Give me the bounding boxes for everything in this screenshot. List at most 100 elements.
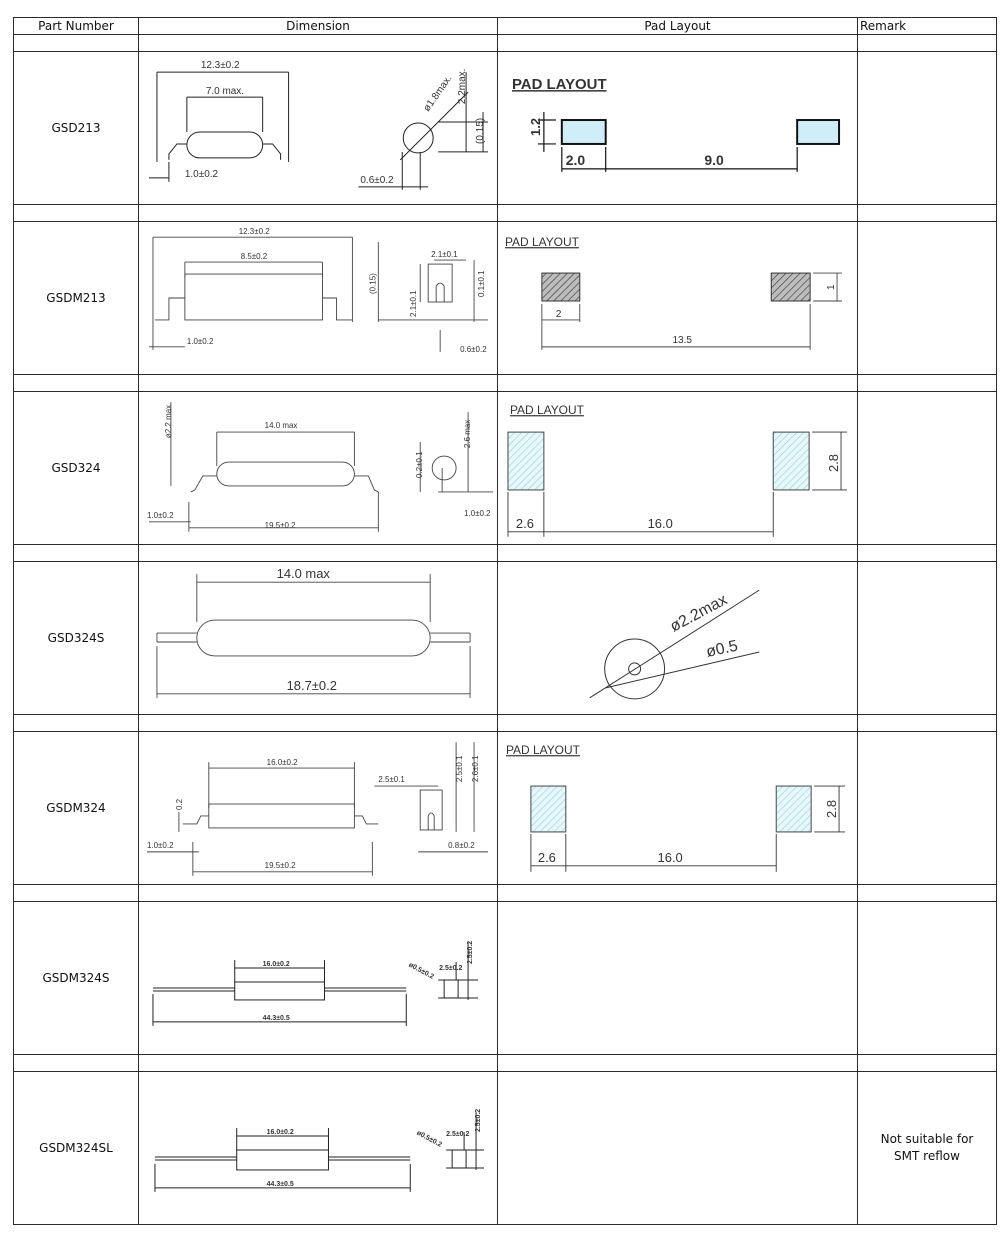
pad-right bbox=[772, 431, 810, 491]
spacer-row bbox=[13, 714, 997, 732]
dimension-drawing: 14.0 max 18.7±0.2 bbox=[138, 561, 498, 715]
table-row: GSDM324SL 16.0±0.2 44.3±0.5 bbox=[13, 1071, 997, 1225]
dimension-drawing-gsdm324: 16.0±0.2 2.5±0.1 2.5±0.1 2.6±0.1 0.2 1.0… bbox=[146, 742, 489, 876]
pad-layout-drawing bbox=[497, 901, 858, 1055]
dimension-drawing: 16.0±0.2 44.3±0.5 ø0.5±0.2 2.5±0.2 2.5±0… bbox=[138, 1071, 498, 1225]
dim-lead: 1.0±0.2 bbox=[147, 841, 174, 850]
spacer-row bbox=[13, 34, 997, 52]
dimension-drawing: 12.3±0.2 8.5±0.2 1.0±0.2 2.1±0.1 2.1±0.1… bbox=[138, 221, 498, 375]
dimension-drawing-gsd324: 14.0 max ø2.2 max 1.0±0.2 19.5±0.2 0.2±0… bbox=[147, 402, 494, 532]
dim-lead-diameter: ø0.5±0.2 bbox=[415, 1130, 443, 1149]
part-number: GSDM324 bbox=[13, 731, 139, 885]
remark-cell bbox=[857, 51, 997, 205]
spacer-row bbox=[13, 544, 997, 562]
dim-width: 0.6±0.2 bbox=[360, 175, 394, 186]
dim-diameter: ø2.2 max bbox=[164, 405, 173, 438]
table-row: GSD324 14.0 max ø2.2 m bbox=[13, 391, 997, 545]
remark-cell bbox=[857, 561, 997, 715]
header-row: Part Number Dimension Pad Layout Remark bbox=[13, 17, 997, 35]
dim-body: 7.0 max. bbox=[206, 86, 244, 97]
remark-cell bbox=[857, 221, 997, 375]
dim-body: 16.0±0.2 bbox=[263, 961, 290, 968]
outer-circle bbox=[604, 638, 666, 700]
part-number: GSDM324SL bbox=[13, 1071, 139, 1225]
pad-layout-drawing bbox=[497, 1071, 858, 1225]
dimension-drawing-gsd213: 12.3±0.2 7.0 max. 1.0±0.2 0.6±0.2 ø1.8ma… bbox=[148, 60, 489, 190]
dim-body: 8.5±0.2 bbox=[241, 252, 268, 261]
dim-body: 14.0 max bbox=[265, 421, 298, 430]
dim-side-height: 2.5±0.2 bbox=[467, 941, 474, 964]
dim-overall: 12.3±0.2 bbox=[239, 227, 271, 236]
pad-height: 1.2 bbox=[528, 118, 543, 136]
dim-height: 2.6 max bbox=[463, 420, 472, 448]
pad-layout-gsdm213: PAD LAYOUT 2 13.5 1 bbox=[505, 235, 843, 350]
pad-layout-drawing: PAD LAYOUT 2 13.5 1 bbox=[497, 221, 858, 375]
dim-overall: 44.3±0.5 bbox=[263, 1015, 290, 1022]
dim-body: 16.0±0.2 bbox=[267, 758, 299, 767]
dim-standoff: (0.15) bbox=[475, 118, 486, 144]
header-pad-layout: Pad Layout bbox=[497, 17, 858, 35]
dimension-drawing-gsd324s: 14.0 max 18.7±0.2 bbox=[156, 566, 471, 698]
dim-bend: 0.2±0.1 bbox=[415, 451, 424, 478]
dim-width: 1.0±0.2 bbox=[464, 509, 491, 518]
dim-overall: 12.3±0.2 bbox=[201, 60, 240, 71]
pad-left bbox=[530, 785, 567, 833]
dimension-drawing-gsdm213: 12.3±0.2 8.5±0.2 1.0±0.2 2.1±0.1 2.1±0.1… bbox=[148, 227, 489, 354]
dimension-drawing-gsdm324s: 16.0±0.2 44.3±0.5 ø0.5±0.2 2.5±0.2 2.5±0… bbox=[152, 941, 479, 1026]
pad-gap: 9.0 bbox=[704, 152, 724, 168]
dim-side-width: 2.5±0.2 bbox=[446, 1131, 469, 1138]
dim-bend: 0.2 bbox=[175, 798, 184, 810]
pad-height: 2.8 bbox=[824, 800, 839, 818]
pad-gap: 16.0 bbox=[648, 516, 673, 531]
dim-width: 0.6±0.2 bbox=[460, 345, 487, 354]
header-part-number: Part Number bbox=[13, 17, 139, 35]
spacer-row bbox=[13, 204, 997, 222]
dimension-drawing: 16.0±0.2 44.3±0.5 ø0.5±0.2 2.5±0.2 2.5±0… bbox=[138, 901, 498, 1055]
dim-body: 14.0 max bbox=[277, 566, 331, 581]
dimension-drawing: 16.0±0.2 2.5±0.1 2.5±0.1 2.6±0.1 0.2 1.0… bbox=[138, 731, 498, 885]
table-row: GSD324S 14.0 max 18.7±0.2 bbox=[13, 561, 997, 715]
dimension-drawing: 14.0 max ø2.2 max 1.0±0.2 19.5±0.2 0.2±0… bbox=[138, 391, 498, 545]
dimension-drawing-gsdm324sl: 16.0±0.2 44.3±0.5 ø0.5±0.2 2.5±0.2 2.5±0… bbox=[154, 1109, 485, 1192]
dim-overall: 19.5±0.2 bbox=[265, 521, 297, 530]
inner-circle bbox=[628, 662, 642, 676]
dim-side-width: 2.5±0.1 bbox=[378, 775, 405, 784]
dim-width: 0.8±0.2 bbox=[448, 841, 475, 850]
dim-lead: 1.0±0.2 bbox=[185, 169, 219, 180]
pad-left bbox=[541, 272, 581, 302]
dim-side-height-1: 2.5±0.1 bbox=[455, 755, 464, 782]
dim-lead: 1.0±0.2 bbox=[187, 337, 214, 346]
pad-layout-gsd324: PAD LAYOUT 2.6 16.0 2.8 bbox=[507, 403, 848, 537]
dim-diameter: ø1.8max. bbox=[422, 73, 455, 113]
spacer-row bbox=[13, 374, 997, 392]
dim-side-height: 2.5±0.2 bbox=[475, 1109, 482, 1132]
dim-standoff: (0.15) bbox=[368, 273, 377, 294]
pad-width: 2 bbox=[556, 309, 562, 320]
table-row: GSD213 bbox=[13, 51, 997, 205]
remark-cell bbox=[857, 731, 997, 885]
pad-layout-gsdm324: PAD LAYOUT 2.6 16.0 2.8 bbox=[506, 743, 846, 872]
pad-span: 13.5 bbox=[673, 335, 693, 346]
part-number: GSDM324S bbox=[13, 901, 139, 1055]
pad-title: PAD LAYOUT bbox=[506, 743, 581, 757]
pad-inner-diameter: ø0.5 bbox=[705, 638, 740, 661]
dim-lead-diameter: ø0.5±0.2 bbox=[407, 962, 435, 981]
dim-side-height-2: 2.6±0.1 bbox=[471, 755, 480, 782]
pad-title: PAD LAYOUT bbox=[512, 76, 607, 93]
dim-height: 2.2max. bbox=[457, 69, 468, 104]
part-number: GSD324 bbox=[13, 391, 139, 545]
remark-cell bbox=[857, 391, 997, 545]
dim-overall: 18.7±0.2 bbox=[287, 678, 337, 693]
spec-table: Part Number Dimension Pad Layout Remark … bbox=[13, 17, 997, 1225]
pad-title: PAD LAYOUT bbox=[510, 403, 585, 417]
pad-left bbox=[560, 119, 607, 145]
dim-overall: 44.3±0.5 bbox=[267, 1181, 294, 1188]
spacer-row bbox=[13, 1054, 997, 1072]
part-number: GSD213 bbox=[13, 51, 139, 205]
pad-right bbox=[796, 119, 841, 145]
dim-side-thickness: 0.1±0.1 bbox=[477, 270, 486, 297]
part-number: GSDM213 bbox=[13, 221, 139, 375]
dim-side-width: 2.5±0.2 bbox=[439, 965, 462, 972]
pad-layout-gsd324s: ø2.2max ø0.5 bbox=[589, 589, 760, 700]
pad-width: 2.6 bbox=[538, 850, 556, 865]
